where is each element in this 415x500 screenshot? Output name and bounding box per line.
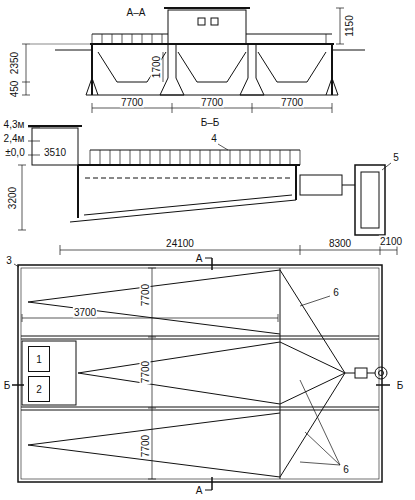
level-mark: 2,4м (3, 133, 26, 144)
callout-number: 5 (392, 152, 400, 163)
callout-number: 4 (210, 133, 218, 144)
section-b (18, 126, 397, 255)
dimension-label: 450 (9, 80, 20, 99)
room-box: 2 (28, 376, 50, 402)
callout-number: 3 (5, 255, 13, 266)
dimension-label: 3510 (43, 147, 67, 158)
callout-number: 6 (342, 464, 350, 475)
dimension-label: 7700 (280, 97, 304, 108)
level-mark: 4,3м (3, 119, 26, 130)
plan-view (12, 258, 390, 490)
dimension-label: 3200 (7, 186, 18, 210)
dimension-label: 7700 (140, 360, 151, 384)
room-number: 2 (36, 384, 42, 395)
section-mark: Б–Б (200, 117, 221, 128)
callout-number: 6 (332, 287, 340, 298)
dimension-label: 2100 (379, 236, 403, 247)
dimension-label: 1700 (151, 55, 162, 79)
section-mark: А (195, 253, 204, 264)
room-number: 1 (36, 354, 42, 365)
dimension-label: 3700 (73, 307, 97, 318)
dimension-label: 24100 (165, 238, 195, 249)
dimension-label: 2350 (9, 51, 20, 75)
section-mark: Б (396, 380, 405, 391)
dimension-label: 7700 (140, 434, 151, 458)
dimension-label: 7700 (200, 97, 224, 108)
dimension-label: 1150 (344, 14, 355, 38)
section-a (22, 8, 365, 113)
section-mark: А (195, 485, 204, 496)
dimension-label: 8300 (328, 238, 352, 249)
dimension-label: 7700 (140, 283, 151, 307)
dimension-label: 7700 (120, 97, 144, 108)
section-mark: А–А (126, 7, 147, 18)
section-mark: Б (3, 380, 12, 391)
level-mark: ±0,0 (4, 147, 25, 158)
room-box: 1 (28, 346, 50, 372)
